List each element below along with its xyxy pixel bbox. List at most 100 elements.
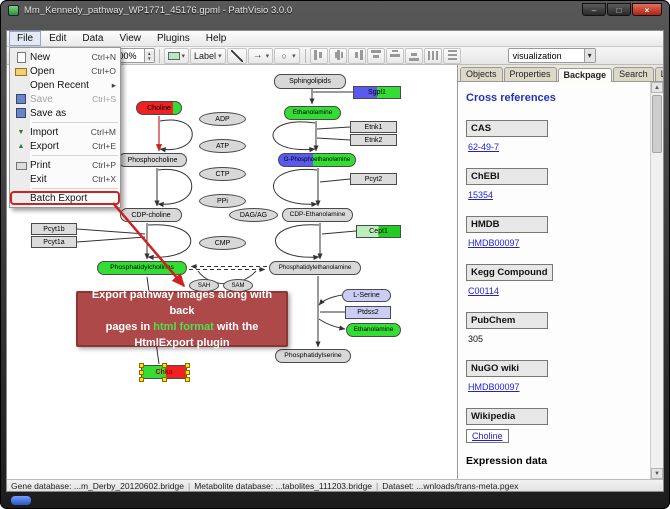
pathway-node-cept1[interactable]: Cept1 — [356, 225, 401, 238]
pathway-node-ptdss2[interactable]: Ptdss2 — [345, 306, 391, 319]
pathway-node-pcyt1b[interactable]: Pcyt1b — [31, 223, 77, 235]
selection-handle[interactable] — [185, 377, 190, 382]
pathway-node-phosphocholine[interactable]: Phosphocholine — [118, 153, 187, 167]
chevron-down-icon: ▾ — [181, 52, 186, 60]
selection-handle[interactable] — [185, 370, 190, 375]
backpage-header-kegg-compound: Kegg Compound — [466, 264, 553, 281]
visualization-combobox[interactable]: visualization ▾ — [507, 48, 596, 63]
align-right-button[interactable] — [347, 47, 366, 64]
pathway-node-chka[interactable]: Chka — [139, 363, 190, 382]
minimize-button[interactable]: – — [582, 3, 606, 16]
file-menu-item-save-as[interactable]: Save as — [10, 106, 120, 120]
pathway-node-cmp[interactable]: CMP — [199, 236, 246, 250]
backpage-header-chebi: ChEBI — [466, 168, 548, 185]
pathway-node-dag[interactable]: DAG/AG — [229, 208, 278, 222]
pathway-node-phosphatidylserine[interactable]: Phosphatidylserine — [275, 349, 351, 363]
menu-edit[interactable]: Edit — [49, 33, 67, 44]
tab-backpage[interactable]: Backpage — [557, 68, 613, 82]
line-tool-icon — [230, 49, 243, 62]
distribute-h-button[interactable] — [423, 47, 442, 64]
selection-handle[interactable] — [162, 377, 167, 382]
align-left-button[interactable] — [309, 47, 328, 64]
align-middle-button[interactable] — [385, 47, 404, 64]
chevron-down-icon[interactable]: ▾ — [583, 49, 595, 62]
scroll-down-icon[interactable]: ▼ — [651, 468, 663, 479]
selection-handle[interactable] — [185, 363, 190, 368]
tab-properties[interactable]: Properties — [503, 67, 557, 81]
file-menu-item-batch-export[interactable]: Batch Export — [10, 191, 120, 205]
annotation-line3: HtmlExport plugin — [134, 337, 230, 349]
file-menu-item-open-recent[interactable]: Open Recent▸ — [30, 79, 116, 91]
selection-handle[interactable] — [139, 363, 144, 368]
backpage-value-nugo-wiki[interactable]: HMDB00097 — [468, 382, 520, 392]
backpage-header-cas: CAS — [466, 120, 548, 137]
tab-objects[interactable]: Objects — [460, 67, 503, 81]
pathway-node-phosphatidylcholines[interactable]: Phosphatidylcholines — [97, 261, 187, 275]
pathway-node-o-phosphoethanolamine[interactable]: O-Phosphoethanolamine — [278, 153, 356, 167]
selection-handle[interactable] — [139, 370, 144, 375]
menu-bar: File Edit Data View Plugins Help — [7, 31, 663, 47]
scroll-up-icon[interactable]: ▲ — [651, 82, 663, 93]
pathway-node-atp[interactable]: ATP — [199, 139, 246, 153]
pathway-node-cdp-ethanolamine[interactable]: CDP-Ethanolamine — [282, 208, 353, 222]
zoom-spinner[interactable]: ▲▼ — [144, 49, 154, 62]
pathway-node-ethanolamine-2[interactable]: Ethanolamine — [346, 323, 401, 337]
label-template-button[interactable]: Label▾ — [190, 47, 226, 64]
selection-handle[interactable] — [162, 363, 167, 368]
pathway-node-etnk1[interactable]: Etnk1 — [350, 121, 397, 133]
pathway-node-l-serine[interactable]: L-Serine — [342, 289, 391, 302]
maximize-button[interactable]: □ — [607, 3, 631, 16]
backpage-value-wikipedia[interactable]: Choline — [466, 429, 509, 443]
datanode-template-button[interactable]: ▾ — [163, 47, 190, 64]
pathway-node-choline[interactable]: Choline — [136, 101, 182, 115]
tab-search[interactable]: Search — [613, 67, 654, 81]
backpage-value-kegg-compound[interactable]: C00114 — [468, 286, 499, 296]
backpage-value-hmdb[interactable]: HMDB00097 — [468, 238, 520, 248]
pathway-node-cdp-choline[interactable]: CDP-choline — [120, 208, 182, 222]
distribute-v-button[interactable] — [442, 47, 461, 64]
spinner-down-icon[interactable]: ▼ — [145, 55, 154, 61]
align-top-button[interactable] — [366, 47, 385, 64]
backpage-value-cas[interactable]: 62-49-7 — [468, 142, 500, 152]
tab-legend[interactable]: Legend — [654, 67, 663, 81]
scrollbar-thumb[interactable] — [652, 95, 662, 153]
spinner-up-icon[interactable]: ▲ — [145, 50, 154, 56]
menu-data[interactable]: Data — [82, 33, 104, 44]
pathway-node-ppi[interactable]: PPi — [199, 194, 246, 208]
menu-plugins[interactable]: Plugins — [156, 33, 190, 44]
menu-file[interactable]: File — [9, 31, 42, 46]
pathway-node-pcyt1a[interactable]: Pcyt1a — [31, 236, 77, 248]
close-button[interactable]: × — [632, 3, 662, 16]
backpage-value-chebi[interactable]: 15354 — [468, 190, 494, 200]
pathway-node-sphingolipids[interactable]: Sphingolipids — [274, 74, 346, 89]
align-left-icon — [312, 49, 325, 62]
pathway-node-sgpl1[interactable]: Sgpl1 — [353, 86, 401, 99]
side-panel-scrollbar[interactable]: ▲ ▼ — [650, 82, 663, 479]
pathway-node-etnk2[interactable]: Etnk2 — [350, 134, 397, 146]
shape-tool-button[interactable]: ▾ — [274, 47, 300, 64]
pathway-node-phosphatidylethanolamine[interactable]: Phosphatidylethanolamine — [269, 261, 361, 275]
align-center-h-button[interactable] — [328, 47, 347, 64]
menu-help[interactable]: Help — [205, 33, 227, 44]
graphical-line-tool-button[interactable]: ▾ — [247, 47, 274, 64]
pathway-node-ctp[interactable]: CTP — [199, 167, 246, 181]
selection-handle[interactable] — [139, 377, 144, 382]
line-tool-button[interactable] — [226, 47, 247, 64]
open-folder-icon — [15, 68, 27, 76]
pathway-node-pcyt2[interactable]: Pcyt2 — [350, 173, 397, 185]
menu-view[interactable]: View — [119, 33, 141, 44]
pathway-node-ethanolamine[interactable]: Ethanolamine — [284, 106, 341, 120]
pathway-node-adp[interactable]: ADP — [199, 112, 246, 126]
align-bottom-button[interactable] — [404, 47, 423, 64]
